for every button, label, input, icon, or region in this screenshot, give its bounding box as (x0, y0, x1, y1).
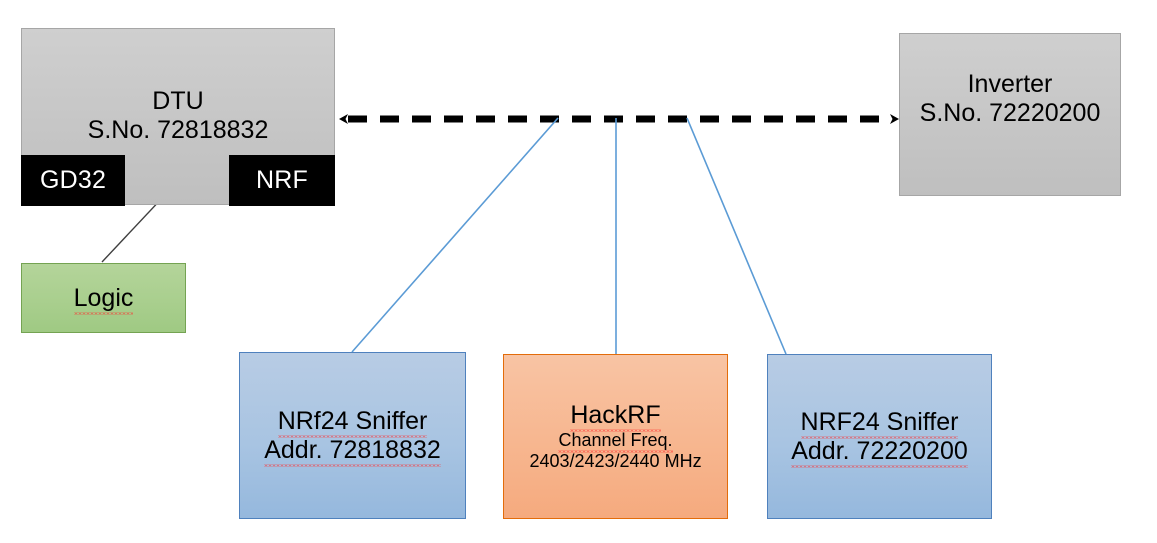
sniffer-right-label: NRF24 Sniffer (800, 407, 959, 439)
node-sniffer-left[interactable]: NRf24 Sniffer Addr. 72818832 (239, 352, 466, 519)
inverter-serial: S.No. 72220200 (919, 98, 1101, 127)
hackrf-channel-freq-label: Channel Freq. (558, 430, 673, 453)
node-gd32-chip[interactable]: GD32 (21, 155, 125, 206)
logic-label: Logic (73, 283, 134, 315)
connector-sniffer-right-tap (686, 117, 787, 355)
node-sniffer-right[interactable]: NRF24 Sniffer Addr. 72220200 (767, 354, 992, 519)
node-hackrf[interactable]: HackRF Channel Freq. 2403/2423/2440 MHz (503, 354, 728, 519)
node-nrf-chip[interactable]: NRF (229, 155, 335, 206)
nrf-label: NRF (256, 166, 308, 194)
connector-sniffer-left-tap (351, 117, 559, 353)
sniffer-left-label: NRf24 Sniffer (277, 406, 428, 438)
dtu-serial: S.No. 72818832 (87, 116, 269, 144)
dtu-label: DTU (152, 87, 204, 115)
sniffer-right-address: Addr. 72220200 (791, 436, 968, 468)
node-logic-analyzer[interactable]: Logic (21, 263, 186, 333)
gd32-label: GD32 (39, 166, 107, 194)
inverter-label: Inverter (967, 69, 1053, 98)
hackrf-channel-freq-value: 2403/2423/2440 MHz (529, 451, 702, 471)
node-inverter[interactable]: Inverter S.No. 72220200 (899, 33, 1121, 196)
sniffer-left-address: Addr. 72818832 (264, 435, 441, 467)
hackrf-label: HackRF (570, 401, 661, 433)
